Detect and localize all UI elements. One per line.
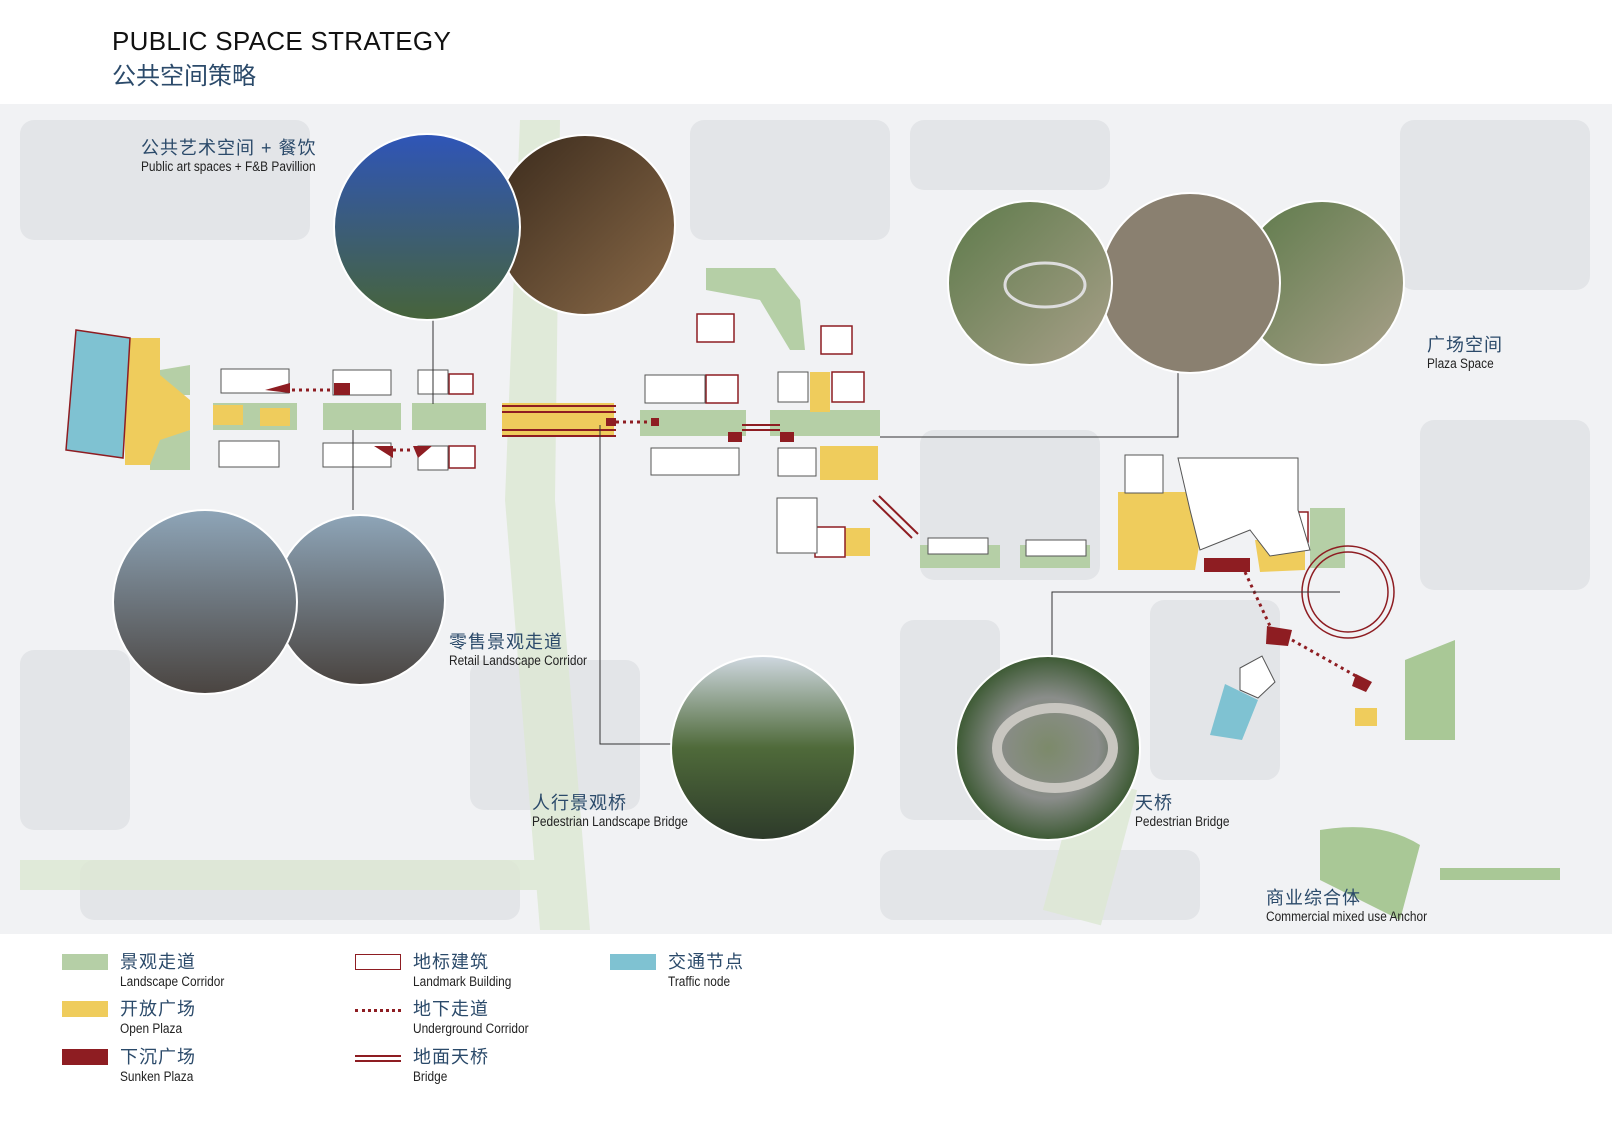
legend-cn: 地面天桥 bbox=[413, 1047, 489, 1067]
label-en: Commercial mixed use Anchor bbox=[1266, 909, 1428, 925]
site-map bbox=[0, 104, 1612, 934]
label-cn: 广场空间 bbox=[1427, 335, 1503, 355]
legend-underground-corridor: 地下走道 Underground Corridor bbox=[355, 995, 544, 1036]
swatch bbox=[355, 954, 401, 970]
label-cn: 天桥 bbox=[1135, 793, 1173, 813]
legend-en: Landmark Building bbox=[413, 974, 512, 989]
legend-en: Sunken Plaza bbox=[120, 1069, 194, 1084]
page-title: PUBLIC SPACE STRATEGY bbox=[112, 26, 452, 56]
swatch bbox=[355, 1009, 401, 1012]
legend-en: Landscape Corridor bbox=[120, 974, 225, 989]
legend-en: Open Plaza bbox=[120, 1021, 183, 1036]
underground-corridor bbox=[292, 388, 1357, 678]
label-en: Retail Landscape Corridor bbox=[449, 653, 588, 669]
traffic-node bbox=[65, 329, 131, 459]
swatch bbox=[355, 1055, 401, 1062]
label-cn: 商业综合体 bbox=[1266, 888, 1361, 908]
swatch bbox=[62, 954, 108, 970]
label-cn: 公共艺术空间 + 餐饮 bbox=[141, 138, 317, 158]
sunken-plaza bbox=[265, 383, 1372, 692]
label-en: Public art spaces + F&B Pavillion bbox=[141, 159, 316, 175]
retail-street-photo bbox=[274, 514, 446, 686]
landscape-bridge-photo bbox=[670, 655, 856, 841]
page-subtitle: 公共空间策略 bbox=[112, 63, 256, 90]
public-art-photo bbox=[333, 133, 521, 321]
legend-cn: 地标建筑 bbox=[413, 952, 489, 972]
legend-open-plaza: 开放广场 Open Plaza bbox=[62, 995, 196, 1036]
bridge bbox=[502, 405, 919, 539]
legend-cn: 开放广场 bbox=[120, 999, 196, 1019]
swatch bbox=[62, 1001, 108, 1017]
leader-lines bbox=[352, 318, 1340, 745]
swatch bbox=[62, 1049, 108, 1065]
label-cn: 零售景观走道 bbox=[449, 632, 563, 652]
label-cn: 人行景观桥 bbox=[532, 793, 627, 813]
legend-sunken-plaza: 下沉广场 Sunken Plaza bbox=[62, 1043, 203, 1084]
legend-cn: 地下走道 bbox=[413, 999, 489, 1019]
plaza-photo-1 bbox=[947, 200, 1113, 366]
traffic-node bbox=[1210, 684, 1258, 740]
retail-corridor-photo bbox=[112, 509, 298, 695]
legend-landmark-building: 地标建筑 Landmark Building bbox=[355, 948, 525, 989]
legend-en: Underground Corridor bbox=[413, 1021, 529, 1036]
swatch bbox=[610, 954, 656, 970]
fb-pavilion-photo bbox=[494, 134, 676, 316]
label-en: Pedestrian Landscape Bridge bbox=[532, 814, 688, 830]
pedestrian-bridge-photo bbox=[955, 655, 1141, 841]
legend-en: Traffic node bbox=[668, 974, 731, 989]
legend-cn: 下沉广场 bbox=[120, 1047, 196, 1067]
plaza-photo-2 bbox=[1099, 192, 1281, 374]
background-green bbox=[20, 120, 1138, 930]
legend-traffic-node: 交通节点 Traffic node bbox=[610, 948, 744, 989]
landmark-buildings bbox=[448, 313, 1395, 639]
legend-en: Bridge bbox=[413, 1069, 448, 1084]
open-plaza bbox=[125, 338, 1377, 726]
legend-cn: 交通节点 bbox=[668, 952, 744, 972]
label-en: Plaza Space bbox=[1427, 356, 1494, 372]
legend-bridge: 地面天桥 Bridge bbox=[355, 1043, 489, 1084]
legend-cn: 景观走道 bbox=[120, 952, 196, 972]
label-en: Pedestrian Bridge bbox=[1135, 814, 1230, 830]
legend-landscape-corridor: 景观走道 Landscape Corridor bbox=[62, 948, 239, 989]
